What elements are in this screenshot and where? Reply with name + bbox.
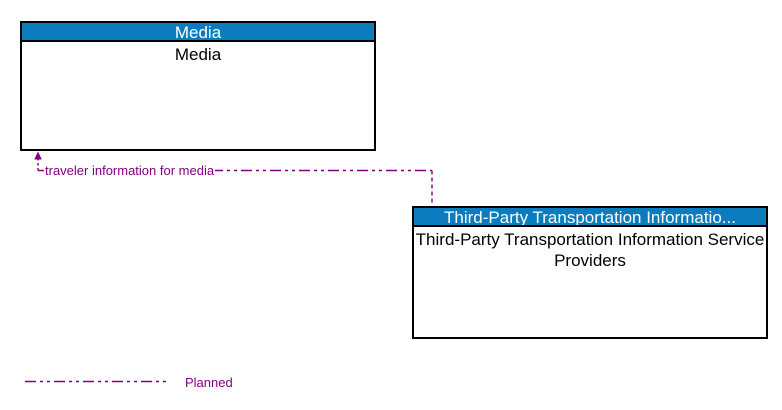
entity-box-media[interactable]: Media Media [20, 21, 376, 151]
entity-box-third-party[interactable]: Third-Party Transportation Informatio...… [412, 206, 768, 339]
entity-body-third-party: Third-Party Transportation Information S… [415, 230, 765, 270]
entity-body-media: Media [174, 45, 222, 64]
entity-header-third-party: Third-Party Transportation Informatio... [414, 208, 766, 227]
legend-planned-label: Planned [185, 375, 233, 390]
flow-label-traveler-information[interactable]: traveler information for media [44, 163, 216, 178]
flow-arrowhead-icon [34, 151, 42, 160]
entity-header-media: Media [22, 23, 374, 42]
